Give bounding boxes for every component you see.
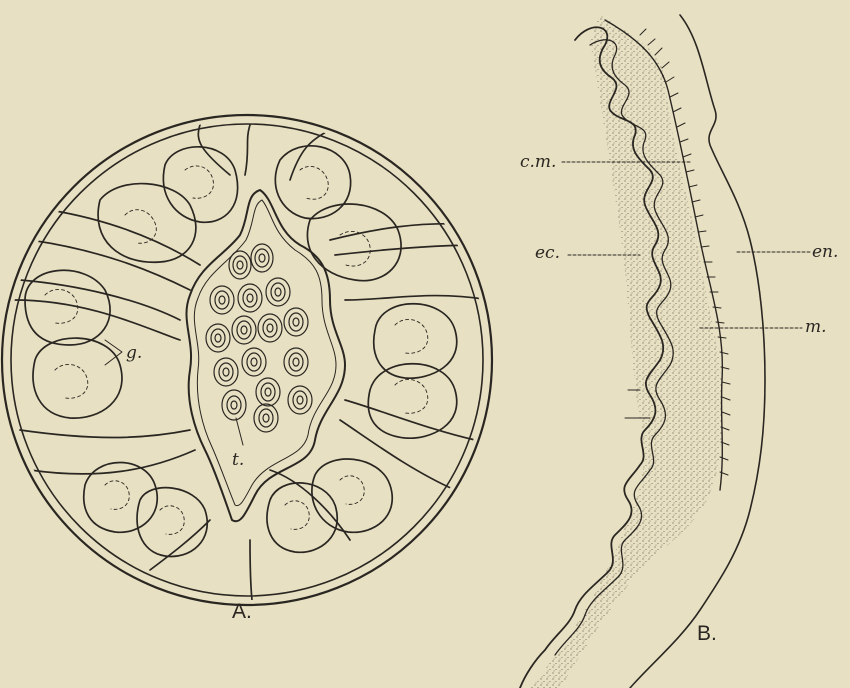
label-m: m. (805, 317, 827, 337)
gonad-top-left-b (163, 147, 237, 222)
tentacle-14 (222, 390, 246, 420)
central-body (186, 190, 345, 521)
tentacle-13 (256, 378, 280, 406)
tentacle-7 (206, 324, 230, 352)
gonads (25, 146, 457, 557)
label-t-leader (236, 418, 243, 445)
label-ec: ec. (535, 243, 560, 263)
label-en: en. (812, 242, 838, 262)
tentacle-11 (242, 348, 266, 376)
gonad-left-lower (33, 338, 122, 418)
label-t: t. (232, 450, 244, 470)
gonad-right-lower (368, 364, 456, 438)
tentacle-10 (214, 358, 238, 386)
figure-b-wall-section: c.m. ec. en. m. B. (520, 15, 838, 688)
tentacle-12 (284, 348, 308, 376)
gonad-bottom-right-a (267, 483, 337, 552)
tentacle-1 (229, 251, 251, 279)
tentacle-5 (266, 278, 290, 306)
gonad-top-right-a (275, 146, 350, 219)
tentacle-4 (238, 284, 262, 312)
tentacle-16 (254, 404, 278, 432)
label-g: g. (126, 343, 142, 363)
mesogloea (530, 15, 723, 688)
tentacle-sections (206, 244, 312, 432)
gonad-top-right-b (307, 204, 401, 281)
caption-a: A. (232, 600, 252, 623)
tentacle-2 (251, 244, 273, 272)
central-body-inner (194, 200, 336, 506)
tentacle-3 (210, 286, 234, 314)
caption-b: B. (697, 622, 717, 645)
label-cm: c.m. (520, 152, 556, 172)
gonad-top-left-a (98, 184, 196, 263)
tentacle-8 (232, 316, 256, 344)
gonad-right-upper (374, 304, 457, 378)
tentacle-15 (288, 386, 312, 414)
tentacle-6 (284, 308, 308, 336)
figure-a-cross-section: g. t. A. (2, 115, 492, 623)
tentacle-9 (258, 314, 282, 342)
gonad-bottom-right-b (312, 459, 392, 532)
